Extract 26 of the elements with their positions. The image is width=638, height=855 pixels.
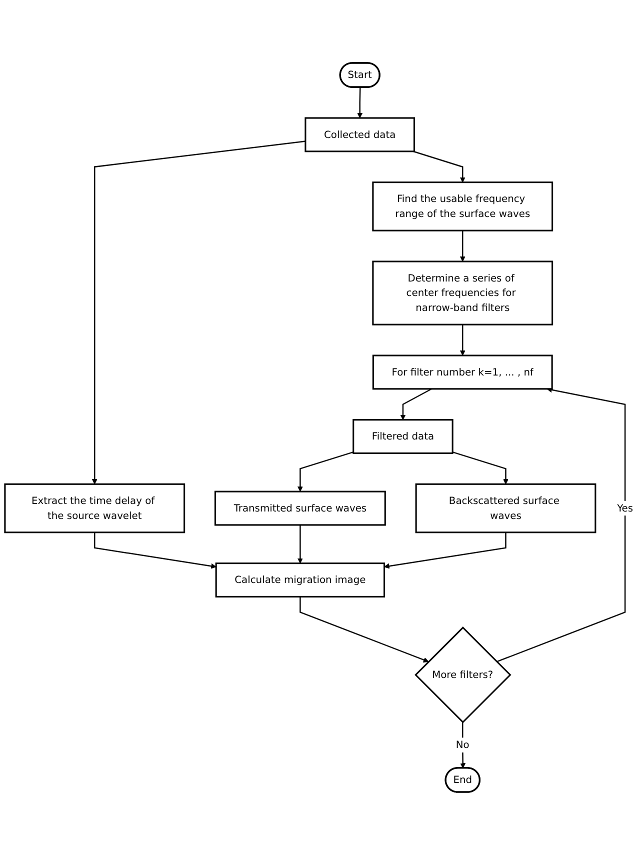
node-box: Extract the time delay of the source wavelet [4, 483, 186, 534]
arrow [460, 324, 466, 356]
edge-label: Yes [617, 502, 634, 514]
node-box: Calculate migration image [215, 562, 386, 598]
arrow [297, 524, 303, 564]
arrow [92, 140, 306, 484]
arrow [357, 87, 363, 118]
arrow [452, 451, 508, 484]
node-box: For filter number k=1, ... , nf [372, 354, 553, 390]
arrow [400, 388, 432, 420]
node-box: Filtered data [352, 419, 454, 454]
arrow [496, 387, 626, 662]
node-box: Transmitted surface waves [214, 490, 386, 526]
arrow [384, 532, 506, 569]
node-box: Determine a series of center frequencies for narrow-band filters [372, 260, 554, 326]
arrow [94, 532, 216, 569]
node-diamond: More filters? [414, 626, 512, 724]
arrow [300, 596, 429, 662]
node-box: Backscattered surface waves [415, 483, 596, 534]
node-box: Collected data [304, 117, 416, 152]
arrow [413, 150, 466, 183]
arrow [297, 451, 354, 492]
arrow [460, 230, 466, 262]
arrow [460, 722, 466, 768]
node-box: Find the usable frequency range of the surface waves [372, 182, 554, 232]
edge-label: No [456, 738, 470, 751]
